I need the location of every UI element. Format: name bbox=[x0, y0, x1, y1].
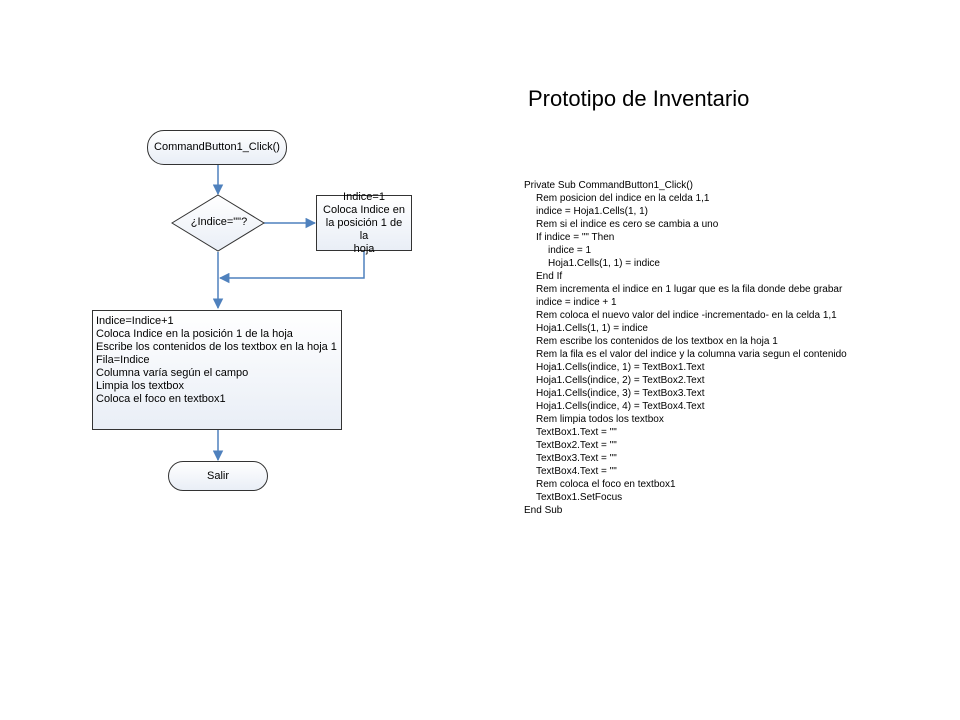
code-line: Hoja1.Cells(1, 1) = indice bbox=[548, 258, 660, 269]
assign-line: Coloca Indice en bbox=[323, 203, 405, 216]
code-line: TextBox3.Text = "" bbox=[536, 453, 617, 464]
connector-assign-return bbox=[218, 251, 365, 284]
process-line: Indice=Indice+1 bbox=[96, 315, 174, 327]
page-title: Prototipo de Inventario bbox=[528, 86, 750, 111]
process-line: Escribe los contenidos de los textbox en… bbox=[96, 341, 337, 353]
code-line: Hoja1.Cells(indice, 2) = TextBox2.Text bbox=[536, 375, 705, 386]
code-line: Rem escribe los contenidos de los textbo… bbox=[536, 336, 778, 347]
process-line: Coloca el foco en textbox1 bbox=[96, 393, 226, 405]
code-line: TextBox2.Text = "" bbox=[536, 440, 617, 451]
code-line: indice = Hoja1.Cells(1, 1) bbox=[536, 206, 648, 217]
process-line: Limpia los textbox bbox=[96, 380, 185, 392]
assign-line: la posición 1 de la bbox=[325, 216, 403, 242]
end-terminal: Salir bbox=[168, 461, 268, 491]
flowchart: CommandButton1_Click() ¿Indice=""? Indic… bbox=[0, 0, 500, 560]
decision-diamond bbox=[171, 194, 265, 252]
decision-label: ¿Indice=""? bbox=[190, 216, 248, 228]
code-line: Rem coloca el foco en textbox1 bbox=[536, 479, 676, 490]
code-line: Hoja1.Cells(indice, 1) = TextBox1.Text bbox=[536, 362, 705, 373]
process-line: Columna varía según el campo bbox=[96, 367, 249, 379]
code-line: Rem incrementa el indice en 1 lugar que … bbox=[536, 284, 843, 295]
code-line: Rem si el indice es cero se cambia a uno bbox=[536, 219, 719, 230]
code-line: End If bbox=[536, 271, 563, 282]
code-line: TextBox4.Text = "" bbox=[536, 466, 617, 477]
code-line: indice = 1 bbox=[548, 245, 592, 256]
code-line: Hoja1.Cells(indice, 3) = TextBox3.Text bbox=[536, 388, 705, 399]
code-line: Rem posicion del indice en la celda 1,1 bbox=[536, 193, 710, 204]
code-line: Hoja1.Cells(indice, 4) = TextBox4.Text bbox=[536, 401, 705, 412]
start-terminal: CommandButton1_Click() bbox=[147, 130, 287, 165]
start-label: CommandButton1_Click() bbox=[154, 141, 280, 153]
code-line: If indice = "" Then bbox=[536, 232, 615, 243]
code-line: TextBox1.SetFocus bbox=[536, 492, 623, 503]
code-line: End Sub bbox=[524, 505, 563, 516]
code-line: Private Sub CommandButton1_Click() bbox=[524, 180, 693, 191]
code-line: Rem coloca el nuevo valor del indice -in… bbox=[536, 310, 837, 321]
code-line: Rem la fila es el valor del indice y la … bbox=[536, 349, 847, 360]
assign-line: Indice=1 bbox=[343, 190, 385, 203]
code-line: Rem limpia todos los textbox bbox=[536, 414, 664, 425]
code-line: Hoja1.Cells(1, 1) = indice bbox=[536, 323, 648, 334]
flowchart-connectors bbox=[171, 165, 365, 462]
code-line: indice = indice + 1 bbox=[536, 297, 617, 308]
code-listing: Private Sub CommandButton1_Click() Rem po… bbox=[524, 179, 847, 517]
process-line: Fila=Indice bbox=[96, 354, 150, 366]
end-label: Salir bbox=[206, 469, 229, 482]
code-line: TextBox1.Text = "" bbox=[536, 427, 617, 438]
assign-line: hoja bbox=[353, 242, 375, 255]
process-line: Coloca Indice en la posición 1 de la hoj… bbox=[96, 328, 293, 340]
